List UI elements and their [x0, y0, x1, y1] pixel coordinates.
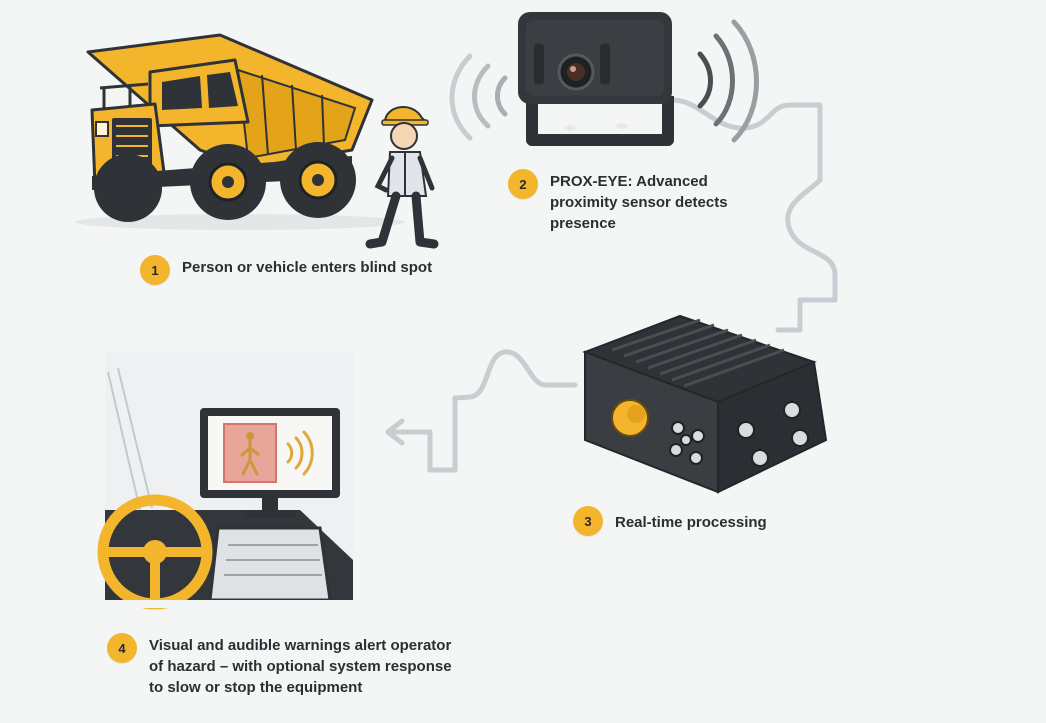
- step-text: Real-time processing: [615, 514, 767, 531]
- step-1: 1 Person or vehicle enters blind spot: [140, 255, 440, 285]
- step-text: Visual and audible warnings alert operat…: [149, 637, 452, 696]
- connector-camera-to-processor: [669, 97, 838, 333]
- connector-processor-to-display: [387, 349, 578, 473]
- step-text: Person or vehicle enters blind spot: [182, 259, 433, 276]
- step-3: 3 Real-time processing: [573, 506, 853, 536]
- dump-truck-icon: [75, 33, 405, 230]
- proximity-camera-icon: [449, 12, 759, 146]
- arrow-head-icon: [385, 418, 405, 446]
- step-badge: 3: [573, 506, 603, 536]
- step-2: 2 PROX-EYE: Advanced proximity sensor de…: [508, 169, 758, 234]
- step-badge: 1: [140, 255, 170, 285]
- step-badge: 2: [508, 169, 538, 199]
- cab-display-icon: [97, 352, 353, 610]
- step-text: PROX-EYE: Advanced proximity sensor dete…: [550, 173, 728, 232]
- step-badge: 4: [107, 633, 137, 663]
- worker-icon: [365, 105, 439, 249]
- step-4: 4 Visual and audible warnings alert oper…: [107, 633, 467, 698]
- processing-unit-icon: [582, 314, 828, 494]
